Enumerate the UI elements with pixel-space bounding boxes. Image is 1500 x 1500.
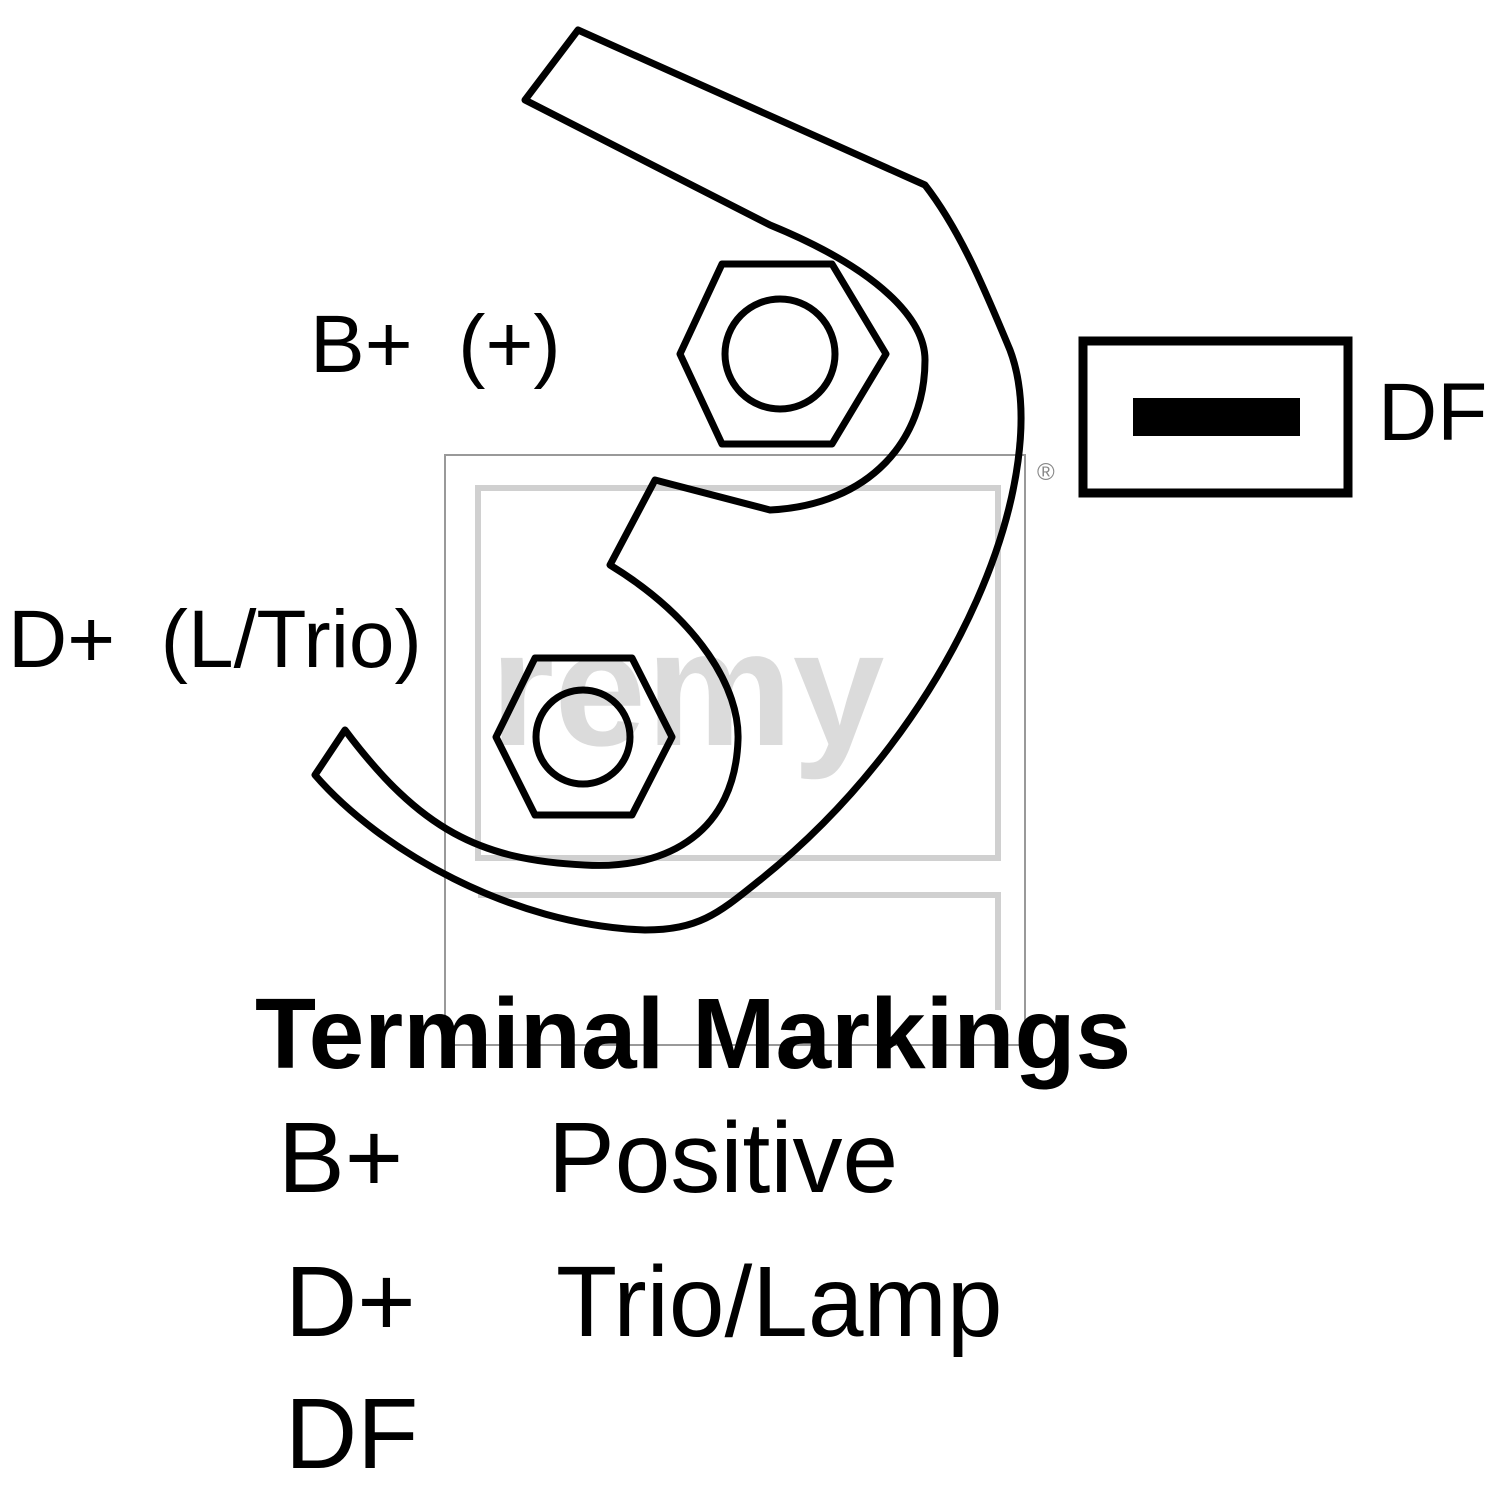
- watermark-lower-bracket: [478, 892, 1001, 1010]
- legend-code: B+: [278, 1102, 403, 1214]
- b-plus-stud: [721, 295, 839, 413]
- b-plus-hex: [676, 260, 890, 448]
- d-plus-label: D+ (L/Trio): [8, 594, 422, 685]
- d-plus-hex: [492, 654, 676, 819]
- b-plus-nut-icon: [676, 260, 890, 448]
- df-blade: [1133, 398, 1300, 436]
- legend-code: D+: [285, 1246, 416, 1358]
- registered-mark: ®: [1037, 459, 1055, 486]
- watermark-inner-frame: [475, 485, 1001, 861]
- legend-row: B+ Positive: [278, 1102, 898, 1214]
- df-connector-frame: [1078, 336, 1353, 498]
- terminal-markings-legend: Terminal Markings B+ Positive D+ Trio/La…: [255, 978, 1131, 1490]
- legend-meaning: Positive: [548, 1102, 898, 1214]
- df-label: DF: [1378, 367, 1487, 458]
- d-plus-nut-icon: [492, 654, 676, 819]
- legend-row: D+ Trio/Lamp: [285, 1246, 1002, 1358]
- legend-row: DF: [285, 1378, 418, 1490]
- df-connector-icon: [1078, 336, 1353, 498]
- legend-code: DF: [285, 1378, 418, 1490]
- legend-title: Terminal Markings: [255, 978, 1131, 1090]
- b-plus-label: B+ (+): [310, 299, 561, 390]
- legend-meaning: Trio/Lamp: [556, 1246, 1002, 1358]
- watermark-frame: [444, 454, 1026, 1046]
- d-plus-stud: [532, 686, 634, 788]
- terminal-plate-outline: [311, 26, 1025, 934]
